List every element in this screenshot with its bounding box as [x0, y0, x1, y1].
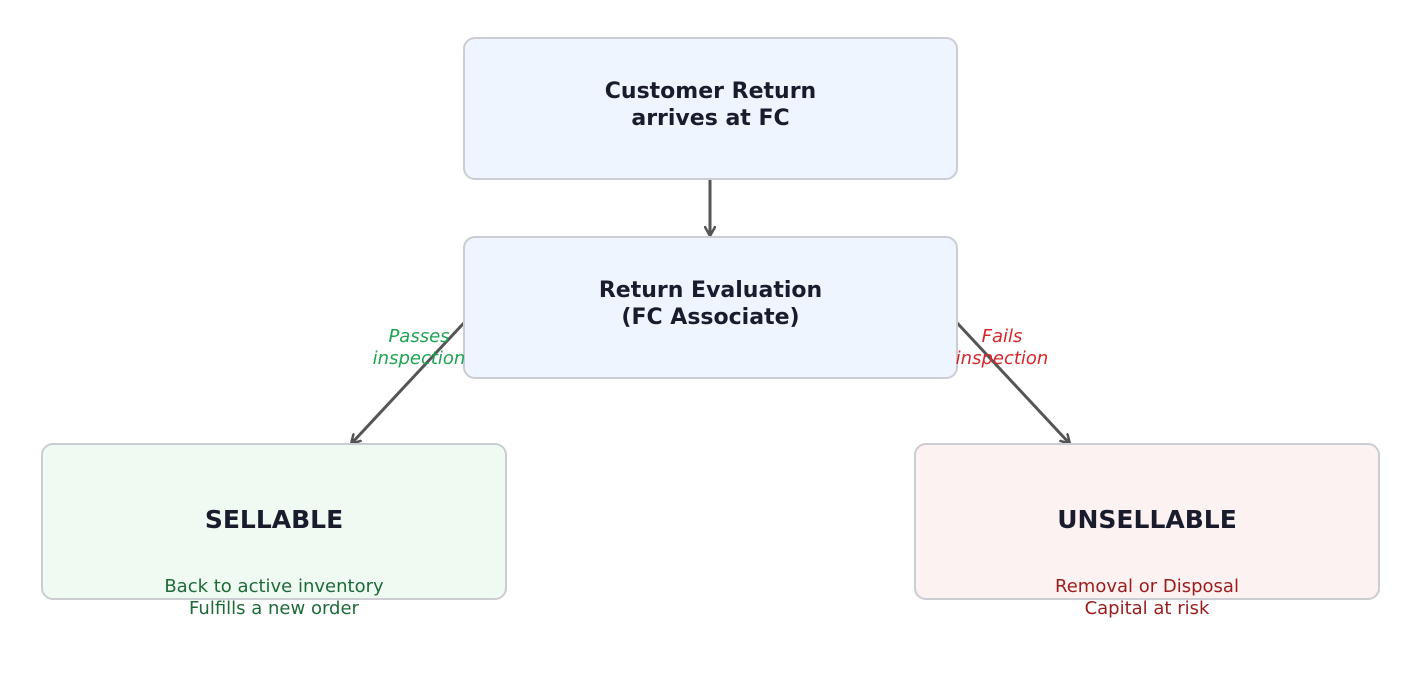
arrow-evaluation-to-unsellable [944, 309, 1070, 444]
node-unsellable: UNSELLABLE [914, 443, 1380, 600]
node-customer-return-title: Customer Return arrives at FC [604, 79, 817, 131]
edge-label-fails-inspection: Fails inspection [955, 326, 1049, 369]
arrow-evaluation-to-sellable [351, 309, 477, 444]
edge-label-passes-inspection: Passes inspection [372, 326, 466, 369]
node-unsellable-title: UNSELLABLE [1057, 505, 1237, 534]
node-sellable: SELLABLE [41, 443, 507, 600]
node-customer-return: Customer Return arrives at FC [463, 37, 958, 180]
sellable-detail: Back to active inventory Fulfills a new … [164, 576, 384, 619]
node-return-evaluation: Return Evaluation (FC Associate) [463, 236, 958, 379]
unsellable-detail: Removal or Disposal Capital at risk [1055, 576, 1239, 619]
node-return-evaluation-title: Return Evaluation (FC Associate) [598, 278, 823, 330]
node-sellable-title: SELLABLE [204, 505, 344, 534]
